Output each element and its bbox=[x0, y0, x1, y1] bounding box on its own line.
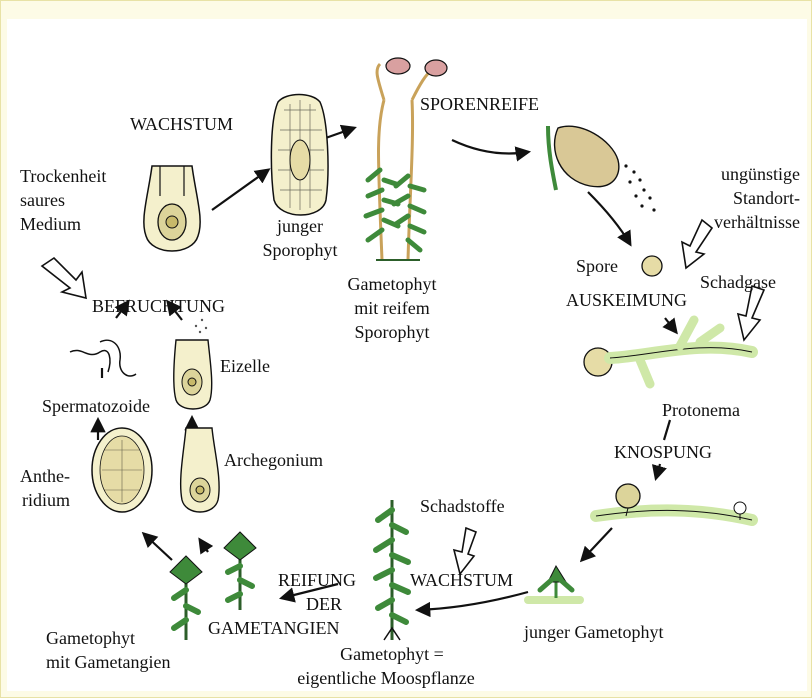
label-knospung: KNOSPUNG bbox=[614, 442, 712, 462]
label-moospflanze-2: eigentliche Moospflanze bbox=[297, 668, 474, 688]
label-reifung: REIFUNG bbox=[278, 570, 356, 590]
label-protonema: Protonema bbox=[662, 400, 740, 420]
label-gametophyt-gametangien-2: mit Gametangien bbox=[46, 652, 170, 672]
label-befruchtung: BEFRUCHTUNG bbox=[92, 296, 225, 316]
spore-illustration bbox=[642, 256, 662, 276]
sporenreife-capsule-illustration bbox=[548, 126, 656, 212]
protonema-illustration bbox=[584, 320, 752, 384]
label-schadgase: Schadgase bbox=[700, 272, 776, 292]
arrow-to-sporenreife bbox=[452, 140, 528, 154]
zygote-archegonium-illustration bbox=[144, 166, 200, 251]
label-gametophyt-gametangien-1: Gametophyt bbox=[46, 628, 135, 648]
eizelle-illustration bbox=[174, 319, 212, 409]
label-auskeimung: AUSKEIMUNG bbox=[566, 290, 687, 310]
label-saures: saures bbox=[20, 190, 65, 210]
label-unguenstige-3: verhältnisse bbox=[714, 212, 800, 232]
label-antheridium-2: ridium bbox=[22, 490, 70, 510]
label-gametophyt-reif-3: Sporophyt bbox=[354, 322, 429, 342]
open-arrow-schadgase bbox=[738, 286, 764, 340]
label-medium: Medium bbox=[20, 214, 81, 234]
arrow-to-moospflanze bbox=[418, 592, 528, 610]
arrow-to-archegonium bbox=[200, 540, 208, 552]
label-moospflanze-1: Gametophyt = bbox=[340, 644, 444, 664]
moospflanze-illustration bbox=[376, 500, 408, 640]
label-spore: Spore bbox=[576, 256, 618, 276]
gametophyt-mit-sporophyt-illustration bbox=[366, 58, 447, 260]
label-eizelle: Eizelle bbox=[220, 356, 270, 376]
open-arrow-trockenheit bbox=[42, 258, 86, 298]
arrow-capsule-to-spore bbox=[588, 192, 630, 244]
arrow-to-antheridium bbox=[144, 534, 172, 560]
label-trockenheit: Trockenheit bbox=[20, 166, 106, 186]
antheridium-illustration bbox=[92, 428, 152, 512]
arrow-protonema-down bbox=[664, 420, 670, 440]
junger-gametophyt-illustration bbox=[528, 566, 580, 600]
label-junger-sporophyt-1: junger bbox=[276, 216, 323, 236]
open-arrow-standort bbox=[682, 220, 712, 268]
label-wachstum-bottom: WACHSTUM bbox=[410, 570, 513, 590]
junger-sporophyt-illustration bbox=[271, 95, 328, 216]
label-gametophyt-reif-2: mit reifem bbox=[354, 298, 429, 318]
label-gametophyt-reif-1: Gametophyt bbox=[348, 274, 437, 294]
label-junger-gametophyt: junger Gametophyt bbox=[523, 622, 663, 642]
archegonium-illustration bbox=[181, 428, 219, 512]
label-unguenstige-1: ungünstige bbox=[721, 164, 800, 184]
label-antheridium-1: Anthe- bbox=[20, 466, 70, 486]
label-spermatozoide: Spermatozoide bbox=[42, 396, 150, 416]
label-unguenstige-2: Standort- bbox=[733, 188, 800, 208]
label-der: DER bbox=[306, 594, 342, 614]
label-gametangien: GAMETANGIEN bbox=[208, 618, 340, 638]
arrow-to-junger-gametophyt bbox=[582, 528, 612, 560]
label-junger-sporophyt-2: Sporophyt bbox=[262, 240, 337, 260]
label-wachstum-top: WACHSTUM bbox=[130, 114, 233, 134]
arrow-auskeimung bbox=[665, 318, 676, 332]
open-arrow-schadstoffe bbox=[454, 528, 476, 574]
label-sporenreife: SPORENREIFE bbox=[420, 94, 539, 114]
label-archegonium: Archegonium bbox=[224, 450, 323, 470]
arrow-zygote-to-sporophyt bbox=[212, 170, 268, 210]
arrow-knospung bbox=[656, 464, 660, 478]
label-schadstoffe: Schadstoffe bbox=[420, 496, 505, 516]
knospung-illustration bbox=[596, 484, 752, 520]
